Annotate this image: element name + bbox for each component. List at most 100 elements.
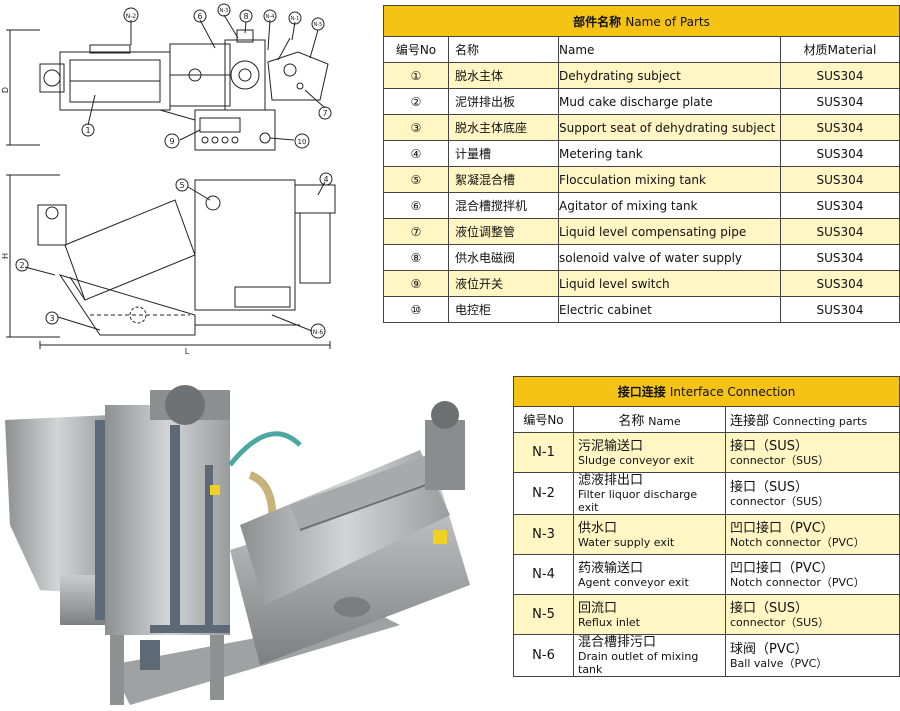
parts-header-name-cn: 名称	[448, 36, 559, 63]
interface-row-name-cn: 回流口	[578, 600, 618, 616]
parts-row-name-cn: 泥饼排出板	[448, 88, 559, 115]
callout-4: 4	[323, 175, 328, 184]
interface-row-name-en: Agent conveyor exit	[578, 575, 689, 589]
parts-row-name-en: Support seat of dehydrating subject	[558, 114, 781, 141]
interface-header-name-en: Name	[648, 415, 681, 428]
parts-row-material: SUS304	[780, 296, 900, 323]
parts-row-material: SUS304	[780, 140, 900, 167]
interface-header-conn-en: Connecting parts	[772, 415, 868, 428]
parts-row-no: ⑨	[383, 270, 449, 297]
parts-row-no: ②	[383, 88, 449, 115]
parts-row-material: SUS304	[780, 88, 900, 115]
interface-row-no: N-1	[513, 432, 574, 473]
interface-row-conn-cn: 接口（SUS）	[730, 479, 809, 495]
interface-table-header: 编号No 名称 Name 连接部 Connecting parts	[513, 406, 900, 433]
parts-row-material: SUS304	[780, 114, 900, 141]
machine-photo	[5, 385, 470, 705]
callout-5: 5	[179, 181, 184, 190]
interface-row-conn-en: connector（SUS）	[730, 453, 830, 467]
parts-row-no: ⑩	[383, 296, 449, 323]
callout-8: 8	[243, 12, 248, 21]
interface-row-conn: 凹口接口（PVC）Notch connector（PVC）	[724, 514, 900, 555]
parts-row-name-en: Electric cabinet	[558, 296, 781, 323]
callout-n5: N-5	[314, 22, 323, 28]
dimension-d-label: D	[1, 87, 10, 93]
parts-row-name-cn: 脱水主体	[448, 62, 559, 89]
callout-7: 7	[322, 109, 327, 118]
dimension-l-label: L	[185, 347, 190, 356]
parts-row-material: SUS304	[780, 270, 900, 297]
interface-row-name-en: Sludge conveyor exit	[578, 453, 694, 467]
parts-row-name-cn: 脱水主体底座	[448, 114, 559, 141]
parts-row-name-cn: 液位调整管	[448, 218, 559, 245]
interface-table-title: 接口连接 Interface Connection	[512, 376, 900, 407]
parts-row-no: ①	[383, 62, 449, 89]
interface-row-name-cn: 供水口	[578, 520, 618, 536]
interface-row-name-cn: 滤液排出口	[578, 473, 644, 488]
interface-row-no: N-5	[513, 594, 574, 635]
interface-row-conn-cn: 球阀（PVC）	[730, 641, 808, 657]
callout-n4: N-4	[266, 14, 275, 20]
parts-row-no: ③	[383, 114, 449, 141]
interface-row-conn-en: Ball valve（PVC）	[730, 656, 828, 670]
parts-row-name-en: solenoid valve of water supply	[558, 244, 781, 271]
parts-header-no: 编号No	[383, 36, 449, 63]
parts-row-material: SUS304	[780, 192, 900, 219]
interface-row-conn: 接口（SUS）connector（SUS）	[724, 594, 900, 635]
dimension-h-label: H	[1, 253, 10, 259]
parts-row-no: ⑥	[383, 192, 449, 219]
interface-row-conn-cn: 接口（SUS）	[730, 600, 809, 616]
callout-n2: N-2	[126, 13, 137, 20]
callout-n3: N-3	[220, 8, 229, 14]
parts-row-no: ⑧	[383, 244, 449, 271]
interface-row-name-en: Water supply exit	[578, 535, 675, 549]
parts-row-name-cn: 电控柜	[448, 296, 559, 323]
interface-row-name-en: Reflux inlet	[578, 615, 640, 629]
interface-row-conn-en: Notch connector（PVC）	[730, 535, 865, 549]
interface-row-conn-en: connector（SUS）	[730, 615, 830, 629]
parts-row-name-cn: 供水电磁阀	[448, 244, 559, 271]
interface-row-name-en: Filter liquor discharge exit	[578, 488, 698, 514]
parts-row-name-en: Flocculation mixing tank	[558, 166, 781, 193]
interface-title-en: Interface Connection	[669, 385, 796, 399]
parts-header-material: 材质Material	[780, 36, 900, 63]
interface-row-conn: 接口（SUS）connector（SUS）	[724, 472, 900, 515]
interface-row-conn: 球阀（PVC）Ball valve（PVC）	[724, 634, 900, 677]
interface-row-conn-cn: 接口（SUS）	[730, 438, 809, 454]
callout-6: 6	[197, 12, 202, 21]
interface-row-name-cn: 药液输送口	[578, 560, 644, 576]
interface-row-conn: 接口（SUS）connector（SUS）	[724, 432, 900, 473]
callout-3: 3	[49, 314, 54, 323]
parts-row-name-cn: 计量槽	[448, 140, 559, 167]
parts-row-name-en: Mud cake discharge plate	[558, 88, 781, 115]
interface-row-name-en: Drain outlet of mixing tank	[578, 650, 699, 676]
parts-row-no: ⑤	[383, 166, 449, 193]
callout-n1: N-1	[291, 16, 300, 22]
callout-10: 10	[298, 138, 307, 146]
interface-header-conn-cn: 连接部	[730, 414, 770, 429]
parts-row-name-en: Dehydrating subject	[558, 62, 781, 89]
parts-row-name-en: Liquid level compensating pipe	[558, 218, 781, 245]
parts-row-material: SUS304	[780, 244, 900, 271]
callout-n6: N-6	[313, 329, 324, 336]
callout-1: 1	[85, 126, 90, 135]
interface-row-conn: 凹口接口（PVC）Notch connector（PVC）	[724, 554, 900, 595]
callout-9: 9	[169, 137, 174, 146]
parts-row-material: SUS304	[780, 166, 900, 193]
interface-table: 接口连接 Interface Connection 编号No 名称 Name 连…	[512, 376, 900, 677]
